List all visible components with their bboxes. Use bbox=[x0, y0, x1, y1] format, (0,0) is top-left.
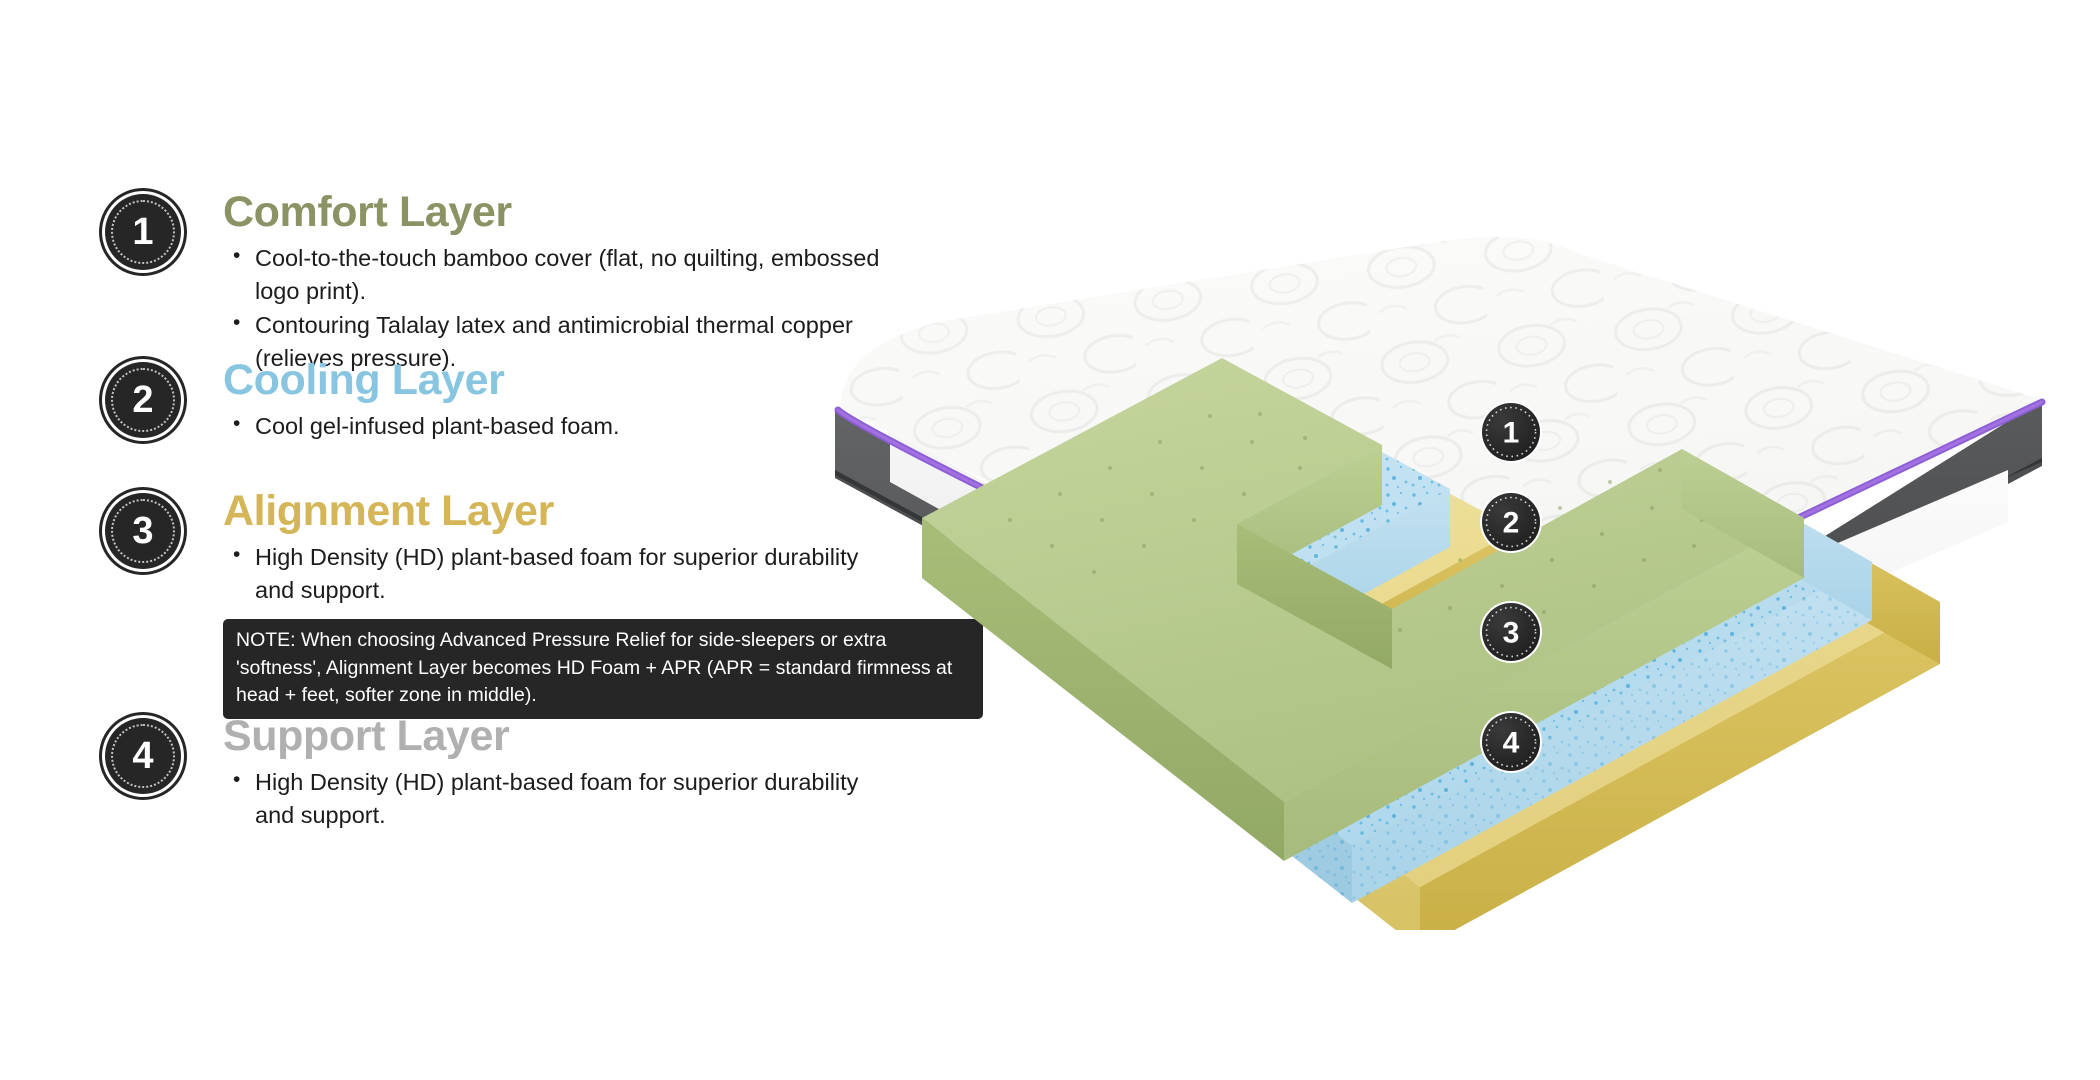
legend-badge-2-number: 2 bbox=[132, 379, 154, 421]
legend-bullets-comfort: Cool-to-the-touch bamboo cover (flat, no… bbox=[223, 241, 985, 376]
figure-callout-badges: 1 2 3 4 bbox=[1480, 401, 1542, 773]
layer-1-comfort-foam bbox=[922, 358, 1804, 861]
legend-body-support: Support Layer High Density (HD) plant-ba… bbox=[223, 712, 985, 832]
list-item: High Density (HD) plant-based foam for s… bbox=[233, 765, 895, 832]
list-item: Contouring Talalay latex and antimicrobi… bbox=[233, 308, 895, 375]
list-item: Cool-to-the-touch bamboo cover (flat, no… bbox=[233, 241, 895, 308]
list-item: High Density (HD) plant-based foam for s… bbox=[233, 540, 895, 607]
legend-badge-3-number: 3 bbox=[132, 510, 154, 552]
mattress-cover-top bbox=[840, 236, 2042, 695]
legend-body-comfort: Comfort Layer Cool-to-the-touch bamboo c… bbox=[223, 188, 985, 376]
mattress-cutaway-illustration: 1 2 3 4 bbox=[760, 230, 2080, 930]
legend-badge-1: 1 bbox=[105, 194, 181, 270]
legend-layer-comfort: 1 Comfort Layer Cool-to-the-touch bamboo… bbox=[105, 189, 985, 371]
apr-note-callout: NOTE: When choosing Advanced Pressure Re… bbox=[223, 618, 983, 719]
figure-badge-2: 2 bbox=[1480, 491, 1542, 553]
legend-title-support: Support Layer bbox=[223, 712, 510, 760]
legend-body-alignment: Alignment Layer High Density (HD) plant-… bbox=[223, 487, 985, 607]
figure-badge-3: 3 bbox=[1480, 601, 1542, 663]
legend-body-cooling: Cooling Layer Cool gel-infused plant-bas… bbox=[223, 356, 985, 443]
legend-bullets-cooling: Cool gel-infused plant-based foam. bbox=[223, 409, 985, 443]
legend-layer-alignment: 3 Alignment Layer High Density (HD) plan… bbox=[105, 487, 985, 719]
layer-legend: 1 Comfort Layer Cool-to-the-touch bamboo… bbox=[105, 189, 985, 854]
legend-badge-4-number: 4 bbox=[132, 735, 154, 777]
figure-badge-4: 4 bbox=[1480, 711, 1542, 773]
legend-badge-2: 2 bbox=[105, 362, 181, 438]
legend-badge-4: 4 bbox=[105, 718, 181, 794]
figure-badge-3-number: 3 bbox=[1503, 617, 1520, 650]
list-item: Cool gel-infused plant-based foam. bbox=[233, 409, 895, 443]
figure-badge-4-number: 4 bbox=[1503, 727, 1520, 760]
legend-badge-1-number: 1 bbox=[132, 211, 154, 253]
legend-layer-cooling: 2 Cooling Layer Cool gel-infused plant-b… bbox=[105, 356, 985, 489]
figure-badge-2-number: 2 bbox=[1503, 507, 1520, 540]
legend-title-alignment: Alignment Layer bbox=[223, 487, 554, 535]
legend-badge-3: 3 bbox=[105, 493, 181, 569]
legend-bullets-support: High Density (HD) plant-based foam for s… bbox=[223, 765, 985, 832]
legend-title-comfort: Comfort Layer bbox=[223, 188, 512, 236]
legend-layer-support: 4 Support Layer High Density (HD) plant-… bbox=[105, 712, 985, 854]
figure-badge-1: 1 bbox=[1480, 401, 1542, 463]
figure-badge-1-number: 1 bbox=[1503, 417, 1520, 450]
legend-bullets-alignment: High Density (HD) plant-based foam for s… bbox=[223, 540, 985, 607]
legend-title-cooling: Cooling Layer bbox=[223, 356, 505, 404]
